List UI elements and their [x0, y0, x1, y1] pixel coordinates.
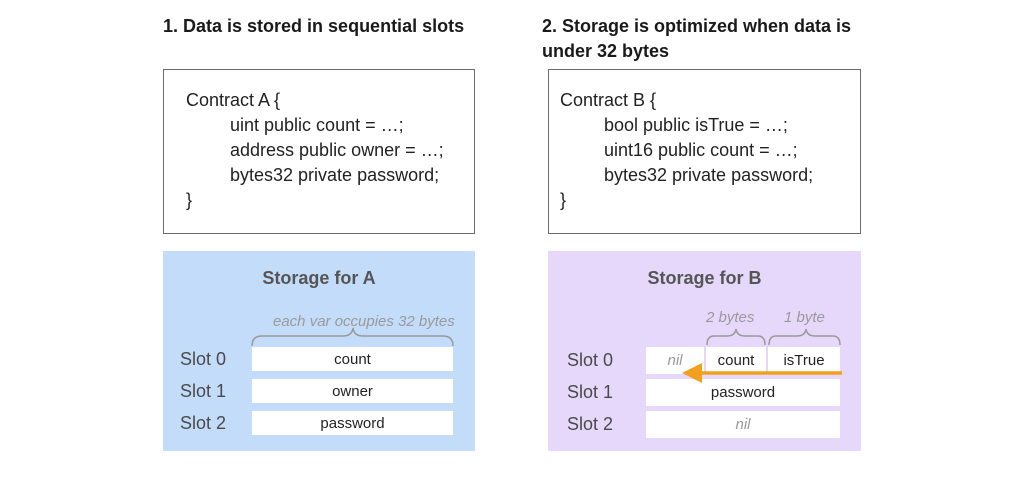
- code-box-contract-b: Contract B { bool public isTrue = …; uin…: [548, 69, 861, 234]
- slot-0-label: Slot 0: [567, 350, 614, 370]
- slot-0-cell: count: [252, 347, 453, 371]
- code-line: }: [186, 190, 193, 210]
- slot-1-label: Slot 1: [180, 381, 227, 401]
- code-line: bytes32 private password;: [230, 165, 440, 185]
- slot-0-nil-cell: nil: [646, 347, 704, 374]
- code-line: Contract B {: [560, 90, 657, 110]
- code-line: }: [560, 190, 567, 210]
- heading-storage-optimized: 2. Storage is optimized when data is und…: [542, 14, 851, 64]
- code-box-contract-a: Contract A { uint public count = …; addr…: [163, 69, 475, 234]
- code-line: uint public count = …;: [230, 115, 404, 135]
- slot-0-label: Slot 0: [180, 349, 227, 369]
- slot-2-label: Slot 2: [180, 413, 227, 433]
- slot-2-nil-cell: nil: [646, 411, 840, 438]
- slot-1-label: Slot 1: [567, 382, 614, 402]
- code-line: bool public isTrue = …;: [604, 115, 788, 135]
- slot-1-cell: owner: [252, 379, 453, 403]
- heading-line-1: 2. Storage is optimized when data is: [542, 16, 852, 36]
- slot-2-label: Slot 2: [567, 414, 614, 434]
- slot-2-cell: password: [252, 411, 453, 435]
- annotation-1-byte: 1 byte: [784, 309, 825, 326]
- code-line: address public owner = …;: [230, 140, 444, 160]
- code-line: bytes32 private password;: [604, 165, 814, 185]
- heading-line-2: under 32 bytes: [542, 41, 670, 61]
- annotation-32-bytes: each var occupies 32 bytes: [273, 313, 455, 330]
- storage-title-b: Storage for B: [647, 268, 762, 288]
- code-line: Contract A {: [186, 90, 281, 110]
- slot-0-count-cell: count: [706, 347, 766, 374]
- annotation-2-bytes: 2 bytes: [706, 309, 755, 326]
- storage-title-a: Storage for A: [262, 268, 376, 288]
- storage-panel-a: Storage for A each var occupies 32 bytes…: [163, 251, 475, 451]
- heading-sequential-slots: 1. Data is stored in sequential slots: [163, 16, 465, 36]
- storage-panel-b: Storage for B 2 bytes 1 byte Slot 0 nil …: [548, 251, 861, 451]
- code-line: uint16 public count = …;: [604, 140, 798, 160]
- slot-1-cell: password: [646, 379, 840, 406]
- slot-0-istrue-cell: isTrue: [768, 347, 840, 374]
